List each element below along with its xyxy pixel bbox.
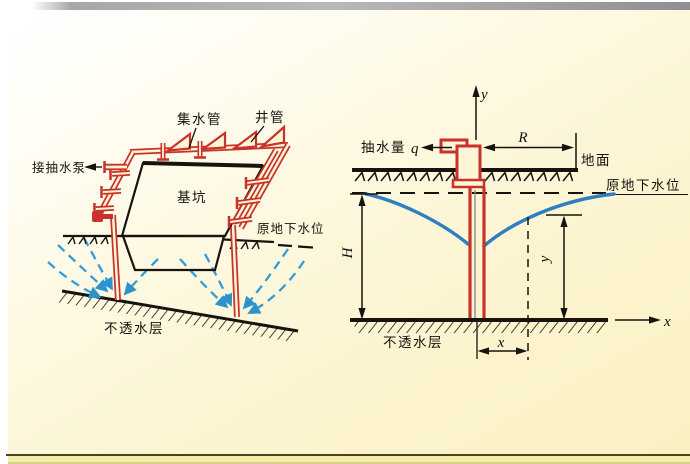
q-arrowhead-icon (421, 143, 433, 152)
header-pipe-ring (92, 124, 291, 230)
top-shadow-band (32, 2, 690, 11)
swing-connector-flags (164, 124, 286, 152)
y-arrowhead-down-icon (560, 308, 568, 320)
R-label: R (517, 130, 527, 146)
dimension-x: x (476, 322, 528, 359)
bottom-yellow-strip (8, 456, 690, 464)
pipe-tee-fittings-right (227, 177, 270, 228)
H-arrowhead-up-icon (358, 194, 366, 206)
well-head (455, 144, 482, 186)
impermeable-layer-label-right: 不透水层 (383, 335, 443, 350)
x-dim-label: x (497, 335, 505, 351)
collector-pipe-label: 集水管 (177, 112, 222, 127)
groundwater-level-label-right: 原地下水位 (606, 178, 681, 193)
slide-paper-background (8, 10, 690, 454)
groundwater-flow-arrows (47, 237, 305, 315)
dimension-H: H (340, 193, 378, 320)
bottom-divider-line (6, 454, 690, 456)
corner-pump-elbow (92, 211, 103, 222)
foundation-pit-label: 基坑 (177, 189, 207, 205)
drawdown-curve (364, 192, 616, 248)
R-arrowhead-right-icon (562, 143, 574, 152)
impermeable-layer-label-left: 不透水层 (104, 321, 164, 336)
left-diagram-labels: 集水管 井管 接抽水泵 基坑 原地下水位 不透水层 (32, 110, 325, 336)
pumping-rate-annotation: 抽水量 q (361, 140, 452, 157)
well-pipe-pointer (250, 125, 265, 143)
x-arrowhead-right-icon (516, 347, 528, 355)
y-dim-label: y (537, 255, 553, 264)
impermeable-layer-left (56, 289, 299, 342)
to-pump-label: 接抽水泵 (32, 160, 86, 175)
groundwater-level-right: 原地下水位 (352, 178, 688, 195)
left-diagram-wellpoint-system: 集水管 井管 接抽水泵 基坑 原地下水位 不透水层 (32, 110, 325, 342)
well-riser-pipes (110, 214, 240, 318)
pit-bottom-hatched (121, 234, 226, 272)
y-axis: y (472, 85, 488, 140)
y-axis-label: y (479, 87, 488, 103)
impermeable-hatch (56, 292, 298, 342)
pipe-tee-fittings-left (93, 168, 131, 215)
pipe-tee-fittings-top (157, 141, 206, 161)
pumping-well-pipe (439, 138, 486, 321)
well-pipe-label: 井管 (255, 110, 285, 125)
impermeable-hatch-right (352, 322, 606, 333)
pumping-rate-label: 抽水量 (361, 140, 406, 155)
x-axis: x (615, 314, 671, 330)
groundwater-level-line-left (63, 234, 314, 250)
y-arrowhead-up-icon (560, 215, 568, 227)
ground-surface-label: 地面 (581, 153, 611, 168)
groundwater-level-label-left: 原地下水位 (257, 221, 325, 236)
pump-connection-stub (103, 161, 127, 173)
pumping-rate-symbol: q (411, 141, 419, 157)
R-arrowhead-left-icon (483, 143, 495, 152)
to-pump-arrowhead-icon (84, 163, 96, 171)
well-collar (451, 178, 486, 189)
collector-pipe-pointer (188, 127, 197, 149)
x-axis-label: x (663, 314, 671, 330)
x-axis-arrowhead-icon (649, 316, 661, 324)
dimension-R: R (483, 130, 577, 169)
dimension-y: y (537, 214, 582, 320)
x-arrowhead-left-icon (477, 347, 489, 355)
H-label: H (340, 246, 356, 259)
right-diagram-cross-section: y 地面 原地下水位 (340, 85, 688, 360)
foundation-pit (120, 161, 265, 272)
impermeable-layer-right: 不透水层 (350, 318, 608, 350)
y-axis-arrowhead-icon (472, 85, 480, 97)
H-arrowhead-down-icon (358, 308, 366, 320)
